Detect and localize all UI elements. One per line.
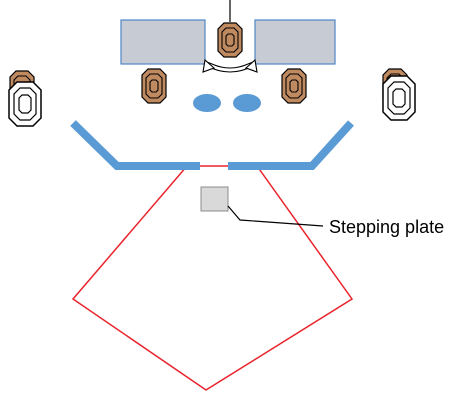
target-right-icon (281, 68, 307, 104)
hanging-target-icon (217, 22, 243, 58)
oval-marker-left (193, 94, 221, 112)
top-panel-left (120, 19, 206, 65)
swing-arrow-icon (202, 58, 258, 73)
stepping-plate (200, 186, 229, 212)
barrier-right (228, 120, 354, 170)
callout-leader-line (227, 205, 324, 227)
no-shoot-far-left-icon (8, 81, 42, 127)
top-panel-right (254, 19, 336, 65)
stepping-plate-label: Stepping plate (329, 217, 445, 237)
no-shoot-far-right-icon (382, 75, 416, 121)
target-left-icon (141, 68, 167, 104)
oval-marker-right (233, 94, 261, 112)
barrier-left (70, 120, 200, 170)
